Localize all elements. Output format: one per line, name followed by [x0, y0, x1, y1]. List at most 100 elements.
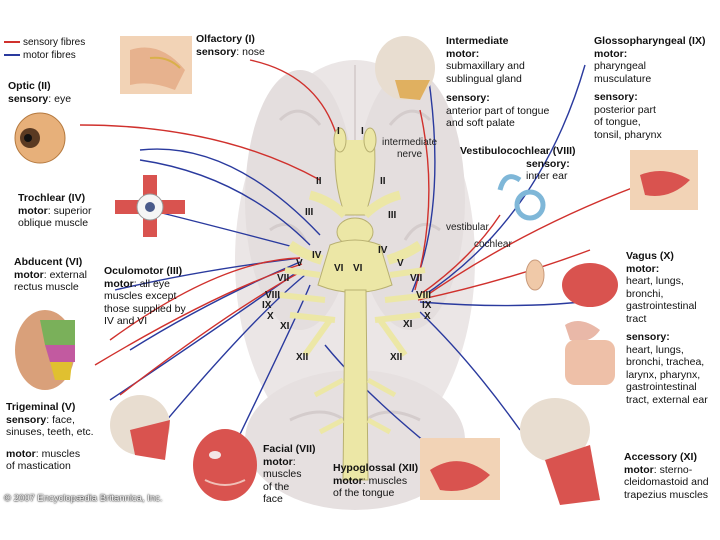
facial-name: Facial (VII): [263, 443, 316, 455]
trigeminal-sensory: sensory: [6, 413, 47, 426]
facial-label: Facial (VII) motor: muscles of the face: [263, 443, 316, 506]
roman-i-right: I: [361, 126, 364, 137]
glossopharyngeal-line3: musculature: [594, 72, 652, 85]
gland-skull-illustration: [375, 36, 435, 100]
vagus-line3: bronchi,: [626, 287, 664, 300]
intermediate-line2: sublingual gland: [446, 72, 522, 85]
pharynx-illustration: [630, 150, 698, 210]
trochlear-motor: motor: [18, 204, 48, 217]
vagus-line8: bronchi, trachea,: [626, 356, 705, 368]
roman-viii-left: VIII: [265, 290, 281, 301]
abducent-label: Abducent (VI) motor: external rectus mus…: [14, 256, 87, 294]
legend-motor-label: motor fibres: [23, 50, 76, 61]
intermediate-nerve-note-line2: nerve: [397, 148, 423, 160]
organs-illustration: [562, 263, 618, 385]
head-dermatome-illustration: [15, 310, 75, 390]
roman-xi-left: XI: [280, 321, 290, 332]
roman-vii-right: VII: [410, 273, 423, 284]
glossopharyngeal-sensory: sensory:: [594, 91, 638, 103]
vagus-name: Vagus (X): [626, 250, 674, 262]
glossopharyngeal-line7: tonsil, pharynx: [594, 128, 662, 141]
roman-iii-left: III: [305, 207, 314, 218]
glossopharyngeal-motor: motor:: [594, 47, 628, 60]
glossopharyngeal-line6: of tongue,: [594, 116, 641, 128]
vagus-motor: motor:: [626, 262, 660, 275]
glossopharyngeal-name: Glossopharyngeal (IX): [594, 35, 706, 47]
olfactory-sensory: sensory: [196, 45, 237, 58]
trigeminal-line4: of mastication: [6, 460, 71, 472]
intermediate-motor: motor:: [446, 47, 480, 60]
vagus-line11: tract, external ear: [626, 393, 708, 406]
roman-ix-right: IX: [422, 300, 432, 311]
trochlear-line2: oblique muscle: [18, 217, 89, 229]
olfactory-name: Olfactory (I): [196, 33, 255, 45]
legend: sensory fibres motor fibres: [4, 36, 85, 62]
copyright-notice: © 2007 Encyclopædia Britannica, Inc.: [4, 493, 163, 504]
intermediate-name: Intermediate: [446, 35, 509, 47]
glossopharyngeal-line2: pharyngeal: [594, 60, 646, 72]
vestibulocochlear-name: Vestibulocochlear (VIII): [460, 145, 576, 157]
vagus-label: Vagus (X) motor: heart, lungs, bronchi, …: [626, 250, 708, 406]
trigeminal-name: Trigeminal (V): [6, 401, 76, 413]
trigeminal-motor-text: : muscles: [35, 447, 81, 460]
intermediate-line1: submaxillary and: [446, 60, 525, 72]
trochlear-name: Trochlear (IV): [18, 192, 86, 204]
glossopharyngeal-line5: posterior part: [594, 103, 656, 116]
optic-label: Optic (II) sensory: eye: [8, 80, 71, 105]
brainstem-and-nerves: [279, 127, 431, 481]
vestibulocochlear-sensory: sensory:: [526, 157, 570, 170]
vagus-line5: tract: [626, 312, 647, 325]
optic-sensory-text: : eye: [48, 92, 72, 105]
skull-masseter-illustration: [110, 395, 170, 460]
oculomotor-line4: IV and VI: [104, 315, 148, 327]
trigeminal-motor: motor: [6, 447, 36, 460]
trochlear-motor-text: : superior: [47, 204, 92, 217]
roman-iii-right: III: [388, 210, 397, 221]
facial-line4: face: [263, 493, 283, 505]
roman-xi-right: XI: [403, 319, 413, 330]
roman-i-left: I: [337, 126, 340, 137]
accessory-line2: cleidomastoid and: [624, 476, 709, 488]
glossopharyngeal-label: Glossopharyngeal (IX) motor: pharyngeal …: [594, 35, 705, 141]
roman-iv-left: IV: [312, 250, 322, 261]
hypoglossal-motor-text: : muscles: [362, 474, 408, 487]
optic-sensory: sensory: [8, 92, 49, 105]
roman-v-left: V: [296, 258, 303, 269]
accessory-motor: motor: [624, 463, 654, 476]
roman-vi-left: VI: [334, 263, 344, 274]
facial-line2: muscles: [263, 468, 302, 480]
motor-line-swatch: [4, 54, 20, 57]
optic-name: Optic (II): [8, 80, 51, 92]
nose-illustration: [120, 36, 192, 94]
abducent-motor-text: : external: [43, 268, 87, 281]
roman-viii-right: VIII: [416, 290, 432, 301]
facial-line3: of the: [263, 480, 290, 493]
intermediate-line4: anterior part of tongue: [446, 104, 550, 117]
vagus-line10: gastrointestinal: [626, 381, 697, 393]
roman-iv-right: IV: [378, 245, 388, 256]
ear-illustration: [525, 259, 545, 291]
trochlear-label: Trochlear (IV) motor: superior oblique m…: [18, 192, 92, 230]
motor-fibre-lines: [109, 54, 601, 471]
accessory-motor-text: : sterno-: [653, 463, 693, 476]
intermediate-sensory: sensory:: [446, 92, 490, 104]
vagus-line7: heart, lungs,: [626, 343, 684, 356]
vagus-line4: gastrointestinal: [626, 300, 697, 312]
legend-sensory: sensory fibres: [4, 36, 85, 49]
roman-ii-left: II: [316, 176, 322, 187]
intermediate-nerve-note-line1: intermediate: [382, 137, 438, 148]
roman-xii-right: XII: [390, 352, 403, 363]
roman-x-left: X: [267, 311, 274, 322]
vestibulocochlear-line2: inner ear: [526, 170, 568, 182]
intermediate-label: Intermediate motor: submaxillary and sub…: [446, 35, 549, 130]
roman-x-right: X: [424, 311, 431, 322]
sensory-fibre-lines: [79, 59, 641, 396]
facial-motor: motor: [263, 455, 293, 468]
accessory-line3: trapezius muscles: [624, 488, 709, 501]
hypoglossal-name: Hypoglossal (XII): [333, 462, 419, 474]
vestibulocochlear-label: Vestibulocochlear (VIII) sensory: inner …: [460, 145, 576, 183]
vagus-sensory: sensory:: [626, 331, 670, 343]
oculomotor-motor: motor: [104, 277, 134, 290]
oculomotor-name: Oculomotor (III): [104, 265, 183, 277]
